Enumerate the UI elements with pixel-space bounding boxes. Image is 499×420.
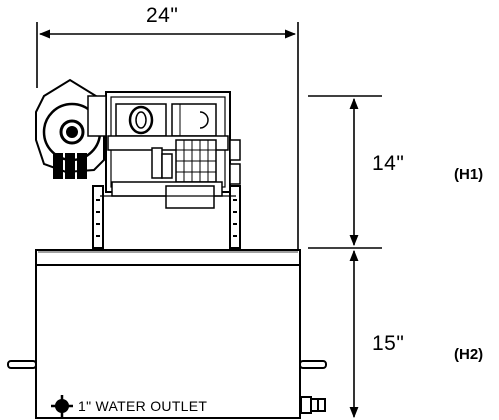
cabinet-handle-right	[299, 360, 327, 369]
water-outlet-icon	[51, 395, 73, 417]
upper-height-dimension-label: 14"	[372, 152, 405, 175]
motor-pump-assembly	[92, 91, 241, 249]
cabinet-handle-left	[7, 360, 37, 369]
pump-head	[35, 78, 107, 179]
side-fitting	[300, 396, 326, 414]
lower-height-dimension-label: 15"	[372, 332, 405, 355]
width-dimension-line	[36, 22, 299, 250]
width-dimension-label: 24"	[146, 4, 179, 27]
upper-height-dimension-line	[308, 95, 382, 249]
h1-label: (H1)	[454, 166, 484, 183]
cabinet-base	[35, 249, 301, 419]
h2-label: (H2)	[454, 346, 484, 363]
water-outlet-label: 1" WATER OUTLET	[78, 398, 208, 414]
